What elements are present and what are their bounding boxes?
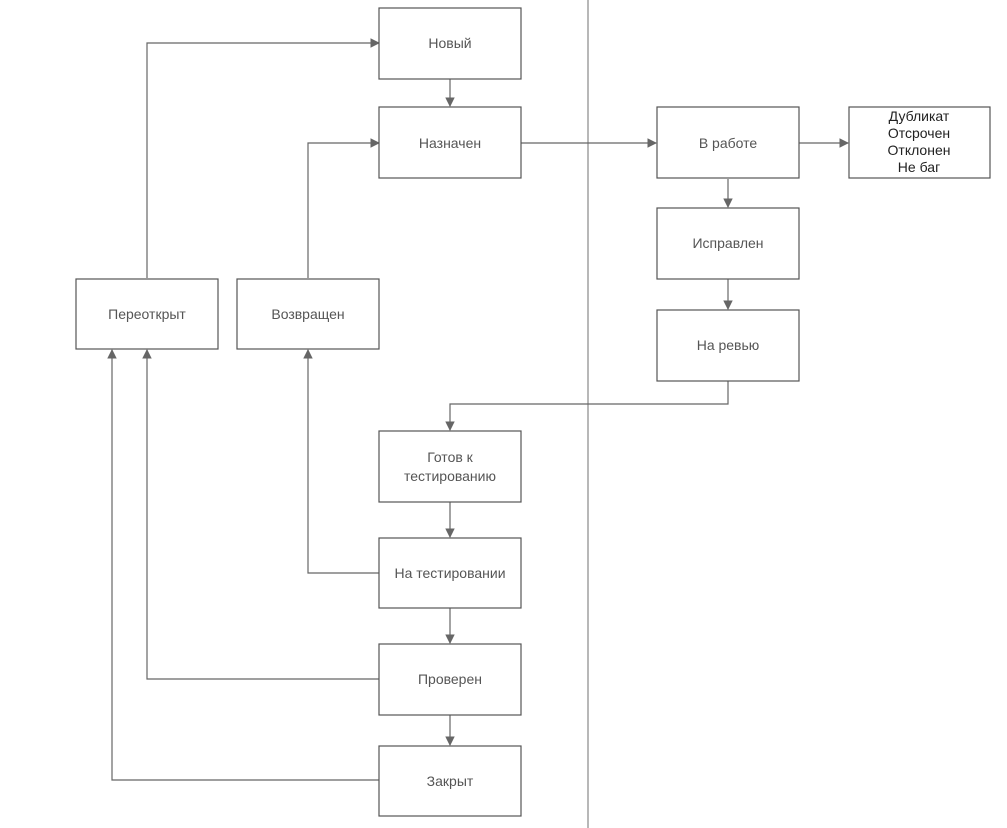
- node-new-label: Новый: [428, 35, 471, 51]
- node-fixed-label: Исправлен: [692, 235, 763, 251]
- node-verified: Проверен: [378, 643, 522, 716]
- node-returned: Возвращен: [236, 278, 380, 350]
- node-in-progress: В работе: [656, 106, 800, 179]
- node-verified-label: Проверен: [418, 671, 482, 687]
- node-ready-for-testing: Готов к тестированию: [378, 430, 522, 503]
- edge-verified-to-reopened: [142, 349, 379, 680]
- node-assigned-label: Назначен: [419, 135, 481, 151]
- node-reopened: Переоткрыт: [75, 278, 219, 350]
- node-closed: Закрыт: [378, 745, 522, 817]
- resolution-postponed: Отсрочен: [888, 125, 950, 141]
- edge-testing-to-returned: [303, 349, 379, 574]
- node-closed-label: Закрыт: [427, 773, 474, 789]
- edge-closed-to-reopened: [107, 349, 379, 781]
- resolution-rejected: Отклонен: [888, 142, 951, 158]
- node-testing: На тестировании: [378, 537, 522, 609]
- node-resolutions: Дубликат Отсрочен Отклонен Не баг: [848, 106, 991, 179]
- resolution-not-a-bug: Не баг: [898, 159, 940, 175]
- node-fixed: Исправлен: [656, 207, 800, 280]
- edge-returned-to-assigned: [307, 138, 380, 278]
- node-review: На ревью: [656, 309, 800, 382]
- node-review-label: На ревью: [697, 337, 760, 353]
- edge-reopened-to-new: [146, 38, 380, 278]
- node-new: Новый: [378, 7, 522, 80]
- edge-review-to-ready-for-testing: [445, 381, 729, 431]
- node-returned-label: Возвращен: [271, 306, 344, 322]
- node-ready-for-testing-line1: Готов к: [427, 449, 473, 465]
- node-in-progress-label: В работе: [699, 135, 758, 151]
- node-testing-label: На тестировании: [394, 565, 505, 581]
- node-reopened-label: Переоткрыт: [108, 306, 186, 322]
- node-assigned: Назначен: [378, 106, 522, 179]
- resolution-duplicate: Дубликат: [889, 108, 950, 124]
- node-ready-for-testing-line2: тестированию: [404, 468, 496, 484]
